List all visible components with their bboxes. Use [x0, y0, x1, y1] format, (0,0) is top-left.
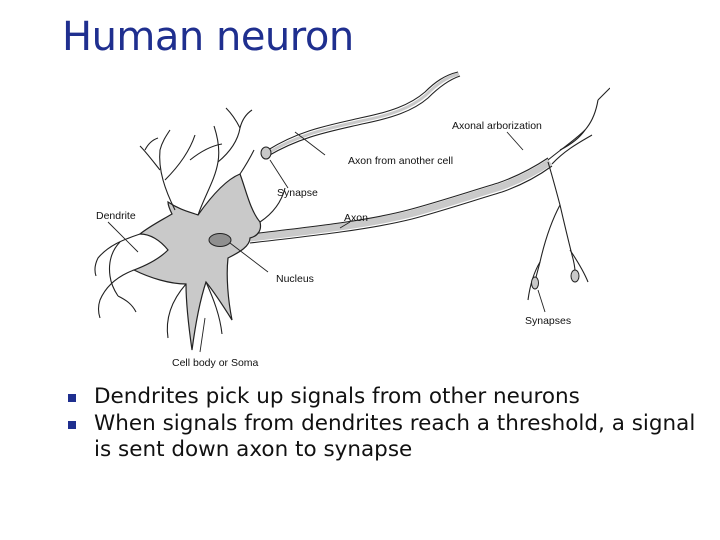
synapse-knob-1 [570, 269, 580, 283]
label-dendrite: Dendrite [96, 210, 136, 222]
incoming-axon [267, 71, 461, 157]
axon-outline [249, 157, 553, 244]
incoming-axon-fill [267, 72, 460, 155]
dendrites [94, 107, 286, 339]
cell-body [132, 173, 262, 351]
bullet-text: Dendrites pick up signals from other neu… [94, 384, 580, 409]
nucleus-shape [208, 233, 232, 247]
label-synapses: Synapses [525, 315, 571, 327]
label-axon: Axon [344, 212, 368, 224]
bullet-marker-icon [68, 421, 76, 429]
slide-title: Human neuron [62, 14, 354, 60]
label-cell-body: Cell body or Soma [172, 357, 259, 369]
synapse-terminal [260, 146, 272, 160]
synapse-knob-2 [531, 276, 539, 290]
label-axonal-arborization: Axonal arborization [452, 120, 542, 132]
bullet-list: Dendrites pick up signals from other neu… [60, 384, 700, 464]
label-nucleus: Nucleus [276, 273, 314, 285]
bullet-text: When signals from dendrites reach a thre… [94, 411, 696, 462]
label-axon-from-another-cell: Axon from another cell [348, 155, 453, 167]
leader-lines [107, 131, 546, 353]
bullet-item: When signals from dendrites reach a thre… [60, 411, 700, 463]
axonal-arborization [527, 87, 610, 301]
axon-shaft [249, 159, 552, 242]
label-synapse: Synapse [277, 187, 318, 199]
bullet-item: Dendrites pick up signals from other neu… [60, 384, 700, 410]
neuron-diagram: Axonal arborization Axon from another ce… [94, 71, 610, 369]
bullet-marker-icon [68, 394, 76, 402]
